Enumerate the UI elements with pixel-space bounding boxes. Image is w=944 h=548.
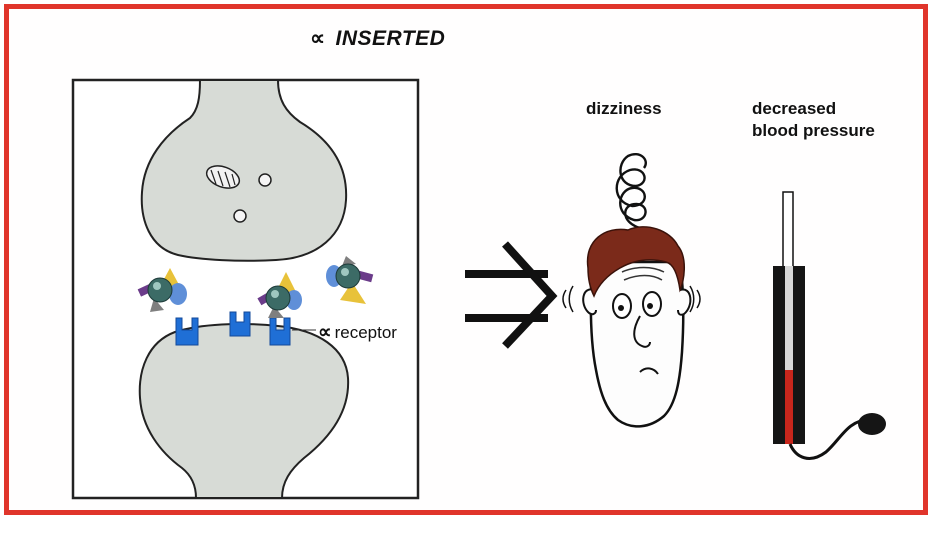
blood-pressure-line-2: blood pressure xyxy=(752,120,875,142)
vesicle xyxy=(259,174,271,186)
blood-pressure-gauge-icon xyxy=(773,192,886,458)
dizziness-label: dizziness xyxy=(586,98,662,120)
blood-pressure-line-1: decreased xyxy=(752,98,875,120)
receptor-text: receptor xyxy=(335,323,397,342)
alpha-symbol: ∝ xyxy=(318,322,332,343)
dizziness-text: dizziness xyxy=(586,98,662,120)
gauge-fill xyxy=(785,370,793,444)
synapse-panel xyxy=(73,80,418,498)
vesicle xyxy=(234,210,246,222)
receptor-label: ∝receptor xyxy=(318,321,397,344)
implies-arrow-icon xyxy=(465,244,552,346)
dizzy-face-icon xyxy=(563,154,700,426)
blood-pressure-label: decreased blood pressure xyxy=(752,98,875,142)
